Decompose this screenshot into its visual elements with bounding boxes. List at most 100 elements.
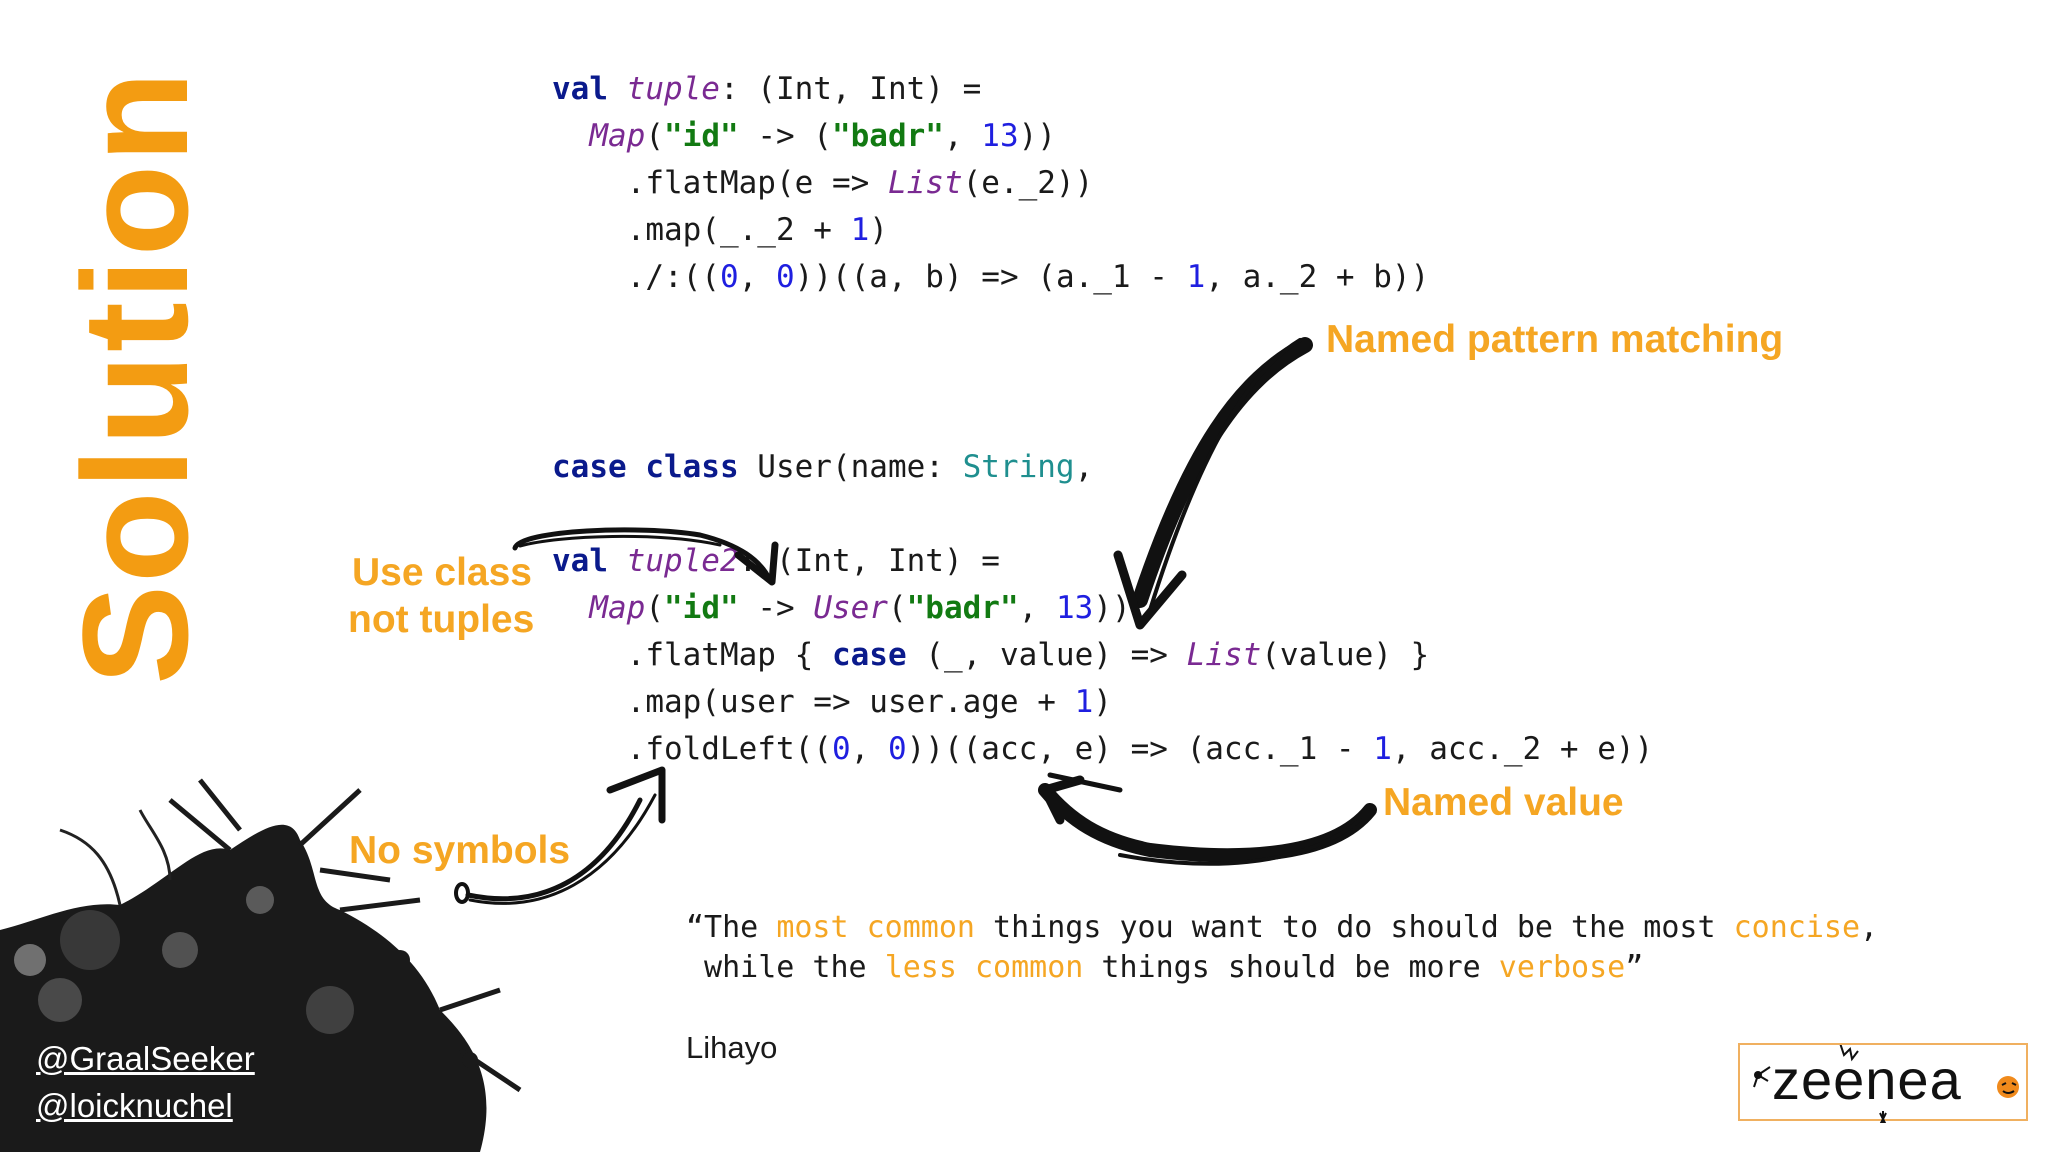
code-token: "id" (664, 590, 739, 626)
code-token: (e._2)) (962, 165, 1094, 201)
code-token: tuple (626, 71, 720, 107)
code-token: ) (869, 212, 888, 248)
code-line: Map("id" -> ("badr", 13)) (552, 113, 1429, 160)
arrow-use-class (512, 527, 779, 586)
code-token: : (Int, Int) = (719, 71, 982, 107)
code-token: User(name: (738, 449, 963, 485)
code-token: ( (887, 590, 907, 626)
code-token: val (552, 71, 627, 107)
annotation-named-value: Named value (1383, 781, 1624, 824)
twitter-handle-loicknuchel[interactable]: @loicknuchel (36, 1087, 233, 1124)
code-token: ./:(( (552, 259, 720, 295)
code-line: .map(user => user.age + 1) (552, 679, 1653, 726)
code-token: 1 (1186, 259, 1206, 295)
code-token: ” (1625, 950, 1644, 985)
zeenea-logo: zeenea (1738, 1043, 2028, 1123)
code-token: , (738, 259, 776, 295)
quote-author: Lihayo (686, 1030, 778, 1065)
annotation-use-class: Use class (352, 551, 532, 594)
code-token: things should be more (1083, 950, 1499, 985)
code-token: ) (1093, 684, 1112, 720)
code-token: 0 (775, 259, 795, 295)
code-token: User (813, 590, 888, 626)
code-token: val (552, 543, 627, 579)
logo-wordmark: zeenea (1772, 1048, 1962, 1111)
code-token: List (1186, 637, 1262, 673)
code-token: (value) } (1261, 637, 1430, 673)
code-block-tuple: val tuple: (Int, Int) = Map("id" -> ("ba… (552, 66, 1429, 301)
code-token: 1 (1373, 731, 1392, 767)
code-line: .flatMap(e => List(e._2)) (552, 160, 1429, 207)
code-line: val tuple2: (Int, Int) = (552, 538, 1653, 585)
code-token: ( (645, 590, 664, 626)
code-line: val tuple: (Int, Int) = (552, 66, 1429, 113)
code-line: .foldLeft((0, 0))((acc, e) => (acc._1 - … (552, 726, 1654, 773)
code-token: “The (686, 910, 777, 945)
code-token: 0 (831, 731, 851, 767)
code-token: 0 (719, 259, 739, 295)
annotation-not-tuples: not tuples (348, 598, 535, 641)
code-token: tuple2 (626, 543, 739, 579)
code-token: concise (1733, 910, 1861, 945)
code-token: while the (686, 950, 885, 985)
quote-text: “The most common things you want to do s… (686, 908, 1878, 988)
code-token: less common (884, 950, 1084, 985)
code-token: , (943, 118, 982, 154)
code-token: (_, value) => (906, 637, 1187, 673)
code-token: -> (738, 590, 814, 626)
code-token: .flatMap(e => (552, 165, 888, 201)
code-token: most common (776, 910, 975, 945)
code-token: Map (589, 590, 646, 626)
arrow-no-symbols (454, 766, 666, 905)
code-token: , (1074, 449, 1094, 485)
quote-line: while the less common things should be m… (686, 948, 1878, 988)
code-token: , a._2 + b)) (1205, 259, 1430, 295)
arrow-named-value (1038, 772, 1377, 866)
code-token: 1 (1074, 684, 1094, 720)
code-block-user: val tuple2: (Int, Int) = Map("id" -> Use… (552, 538, 1653, 773)
quote-line: “The most common things you want to do s… (686, 908, 1878, 948)
code-token: 1 (850, 212, 870, 248)
code-token: String (962, 449, 1075, 485)
halloween-decor-icon (1753, 1045, 2019, 1123)
code-token: "badr" (906, 590, 1019, 626)
code-line: ./:((0, 0))((a, b) => (a._1 - 1, a._2 + … (552, 254, 1430, 301)
code-token: 0 (887, 731, 907, 767)
code-token: "badr" (831, 118, 944, 154)
code-token: .flatMap { (552, 637, 832, 673)
code-token: , (1860, 910, 1879, 945)
code-token: ))((acc, e) => (acc._1 - (906, 731, 1374, 767)
annotation-no-symbols: No symbols (349, 829, 571, 872)
code-token: )) (1018, 118, 1056, 154)
code-token: -> ( (738, 118, 832, 154)
code-token: , acc._2 + e)) (1391, 731, 1654, 767)
code-line: .map(_._2 + 1) (552, 207, 1429, 254)
code-token: )) (1093, 590, 1131, 626)
arrow-named-pattern (1113, 337, 1313, 630)
code-token: .map(user => user.age + (552, 684, 1075, 720)
code-token: .foldLeft(( (552, 731, 832, 767)
code-token: 13 (1055, 590, 1094, 626)
twitter-handle-graalseeker[interactable]: @GraalSeeker (36, 1040, 255, 1077)
code-token: 13 (981, 118, 1019, 154)
code-block-case-class: case class User(name: String, (552, 444, 1093, 491)
code-token: verbose (1498, 950, 1626, 985)
code-token: Map (589, 118, 646, 154)
code-token: ))((a, b) => (a._1 - (794, 259, 1187, 295)
code-line: .flatMap { case (_, value) => List(value… (552, 632, 1653, 679)
code-token: , (1018, 590, 1056, 626)
code-token: : (Int, Int) = (738, 543, 1000, 579)
annotation-named-pattern: Named pattern matching (1326, 318, 1784, 361)
code-line: Map("id" -> User("badr", 13)) (552, 585, 1653, 632)
code-token: List (887, 165, 963, 201)
code-token: case (831, 637, 907, 673)
code-token: case class (552, 449, 739, 485)
code-token: "id" (664, 118, 739, 154)
code-token: , (850, 731, 888, 767)
code-line: case class User(name: String, (552, 444, 1093, 491)
code-token: .map(_._2 + (552, 212, 851, 248)
code-token: ( (645, 118, 664, 154)
